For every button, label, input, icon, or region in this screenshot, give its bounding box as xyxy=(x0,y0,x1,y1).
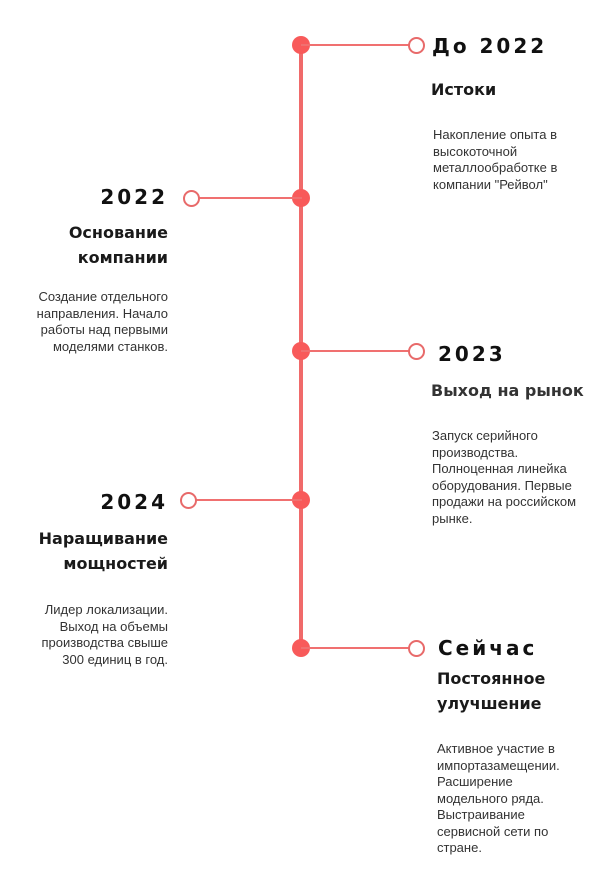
event-year: Сейчас xyxy=(438,636,538,660)
event-description: Создание отдельного направления. Начало … xyxy=(36,289,168,354)
event-title: Основание компании xyxy=(68,223,168,267)
event-description: Активное участие в импортазамещении. Рас… xyxy=(437,741,560,855)
event-title: Истоки xyxy=(431,80,497,99)
event-year: До 2022 xyxy=(432,34,548,58)
circle-marker-icon xyxy=(183,190,200,207)
circle-marker-icon xyxy=(408,343,425,360)
event-year: 2023 xyxy=(438,342,506,366)
event-title: Наращивание мощностей xyxy=(38,529,168,573)
connector-line xyxy=(301,44,409,46)
event-description: Накопление опыта в высокоточной металлоо… xyxy=(433,127,558,192)
event-description: Лидер локализации. Выход на объемы произ… xyxy=(41,602,168,667)
circle-marker-icon xyxy=(408,640,425,657)
connector-line xyxy=(301,350,409,352)
event-year: 2024 xyxy=(100,490,168,514)
event-title: Выход на рынок xyxy=(431,381,584,400)
circle-marker-icon xyxy=(408,37,425,54)
connector-line xyxy=(301,647,409,649)
circle-marker-icon xyxy=(180,492,197,509)
connector-line xyxy=(192,197,302,199)
event-description: Запуск серийного производства. Полноценн… xyxy=(432,428,577,526)
event-year: 2022 xyxy=(100,185,168,209)
connector-line xyxy=(189,499,302,501)
event-title: Постоянное улучшение xyxy=(437,669,546,713)
